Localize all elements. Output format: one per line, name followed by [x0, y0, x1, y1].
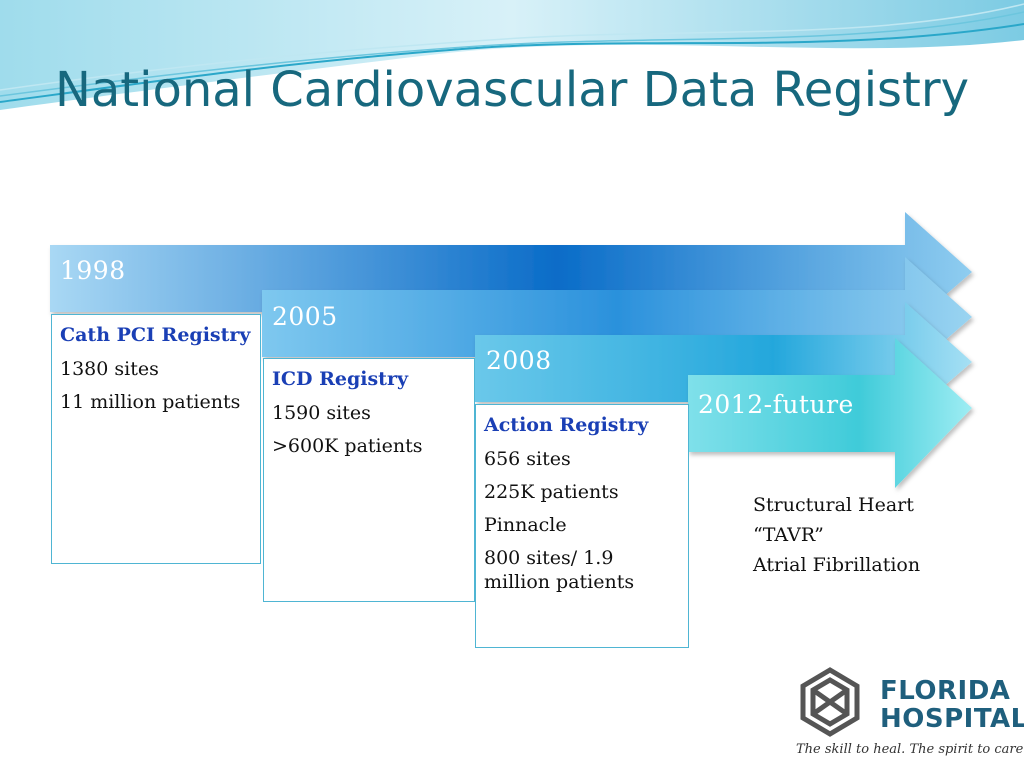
- future-item: “TAVR”: [753, 524, 824, 546]
- future-items: Structural Heart “TAVR” Atrial Fibrillat…: [753, 490, 920, 580]
- registry-detail: 1590 sites: [272, 402, 371, 424]
- future-item: Atrial Fibrillation: [753, 554, 921, 576]
- future-item: Structural Heart: [753, 494, 914, 516]
- logo-emblem-icon: [800, 667, 860, 737]
- year-label-2008: 2008: [486, 346, 552, 375]
- registry-heading: Action Registry: [484, 414, 649, 436]
- registry-card-icd: ICD Registry 1590 sites >600K patients: [263, 358, 475, 602]
- arrow-2012-future: [688, 338, 972, 488]
- registry-detail: >600K patients: [272, 435, 423, 457]
- year-label-2005: 2005: [272, 302, 338, 331]
- registry-detail: 11 million patients: [60, 391, 241, 413]
- logo-word-hospital: HOSPITAL: [880, 704, 1024, 734]
- header-waves: [0, 0, 1024, 110]
- registry-card-action: Action Registry 656 sites 225K patients …: [475, 404, 689, 648]
- registry-detail: 1380 sites: [60, 358, 159, 380]
- registry-detail: 656 sites: [484, 448, 571, 470]
- logo-tagline: The skill to heal. The spirit to care.: [796, 742, 1024, 757]
- page-title: National Cardiovascular Data Registry: [54, 62, 969, 118]
- registry-detail: 225K patients: [484, 481, 619, 503]
- florida-hospital-logo: [800, 667, 860, 737]
- registry-heading: ICD Registry: [272, 368, 409, 390]
- registry-detail: 800 sites/ 1.9 million patients: [484, 547, 635, 593]
- registry-heading: Cath PCI Registry: [60, 324, 251, 346]
- year-label-2012-future: 2012-future: [698, 390, 854, 419]
- registry-detail: Pinnacle: [484, 514, 567, 536]
- logo-word-florida: FLORIDA: [880, 676, 1011, 706]
- registry-card-cath-pci: Cath PCI Registry 1380 sites 11 million …: [51, 314, 261, 564]
- year-label-1998: 1998: [60, 256, 126, 285]
